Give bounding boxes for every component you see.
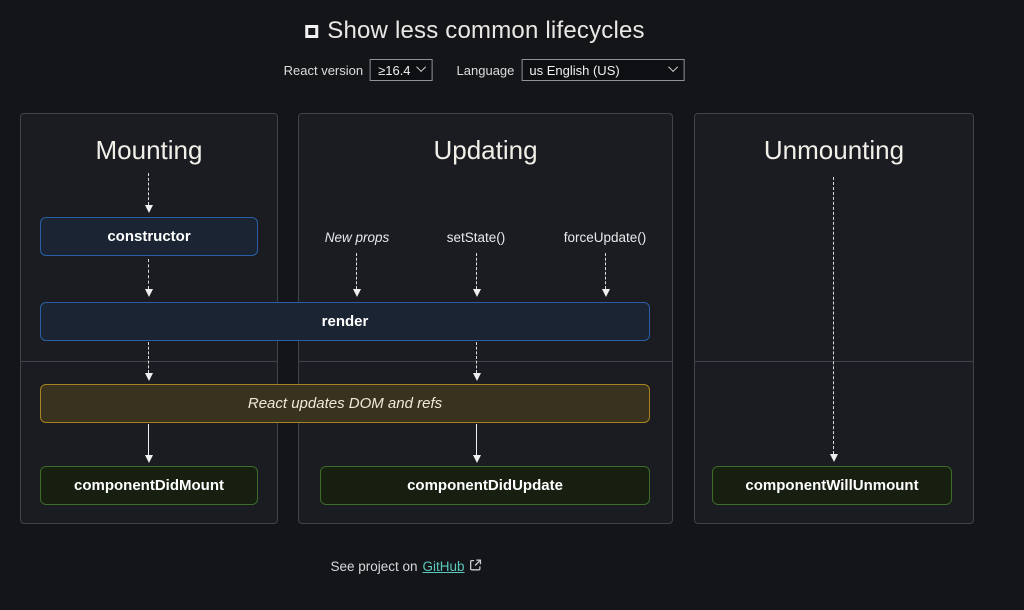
constructor-box[interactable]: constructor [40,217,258,256]
react-version-value: ≥16.4 [378,62,411,78]
arrow-mounting-to-constructor [144,173,153,213]
footer-text: See project on [330,558,418,574]
react-updates-dom-box: React updates DOM and refs [40,384,650,423]
page-title[interactable]: Show less common lifecycles [327,17,645,44]
set-state-label: setState() [446,230,506,245]
react-version-select[interactable]: ≥16.4 [370,59,433,81]
new-props-label: New props [324,230,390,245]
arrow-dom-update-to-did-mount [144,424,153,463]
updating-title: Updating [433,135,538,165]
mounting-title: Mounting [95,135,203,165]
react-version-label: React version [283,62,364,78]
external-link-icon [470,559,482,574]
language-select[interactable]: us English (US) [521,59,685,81]
chevron-down-icon [416,62,426,73]
language-label: Language [456,62,515,78]
arrow-render-to-dom-update-mounting [144,342,153,381]
arrow-new-props-to-render [352,253,361,297]
show-less-common-row: Show less common lifecycles [305,17,645,45]
unmounting-panel: Unmounting [694,113,974,524]
phase-divider [21,361,277,362]
component-did-update-box[interactable]: componentDidUpdate [320,466,650,505]
phase-divider [299,361,672,362]
language-value: us English (US) [529,62,620,78]
component-will-unmount-box[interactable]: componentWillUnmount [712,466,952,505]
component-did-mount-box[interactable]: componentDidMount [40,466,258,505]
render-box[interactable]: render [40,302,650,341]
show-less-common-checkbox[interactable] [305,24,319,38]
arrow-constructor-to-render [144,259,153,297]
arrow-dom-update-to-did-update [472,424,481,463]
footer: See project on GitHub [330,558,482,574]
force-update-label: forceUpdate() [563,230,647,245]
chevron-down-icon [667,62,678,73]
arrow-set-state-to-render [472,253,481,297]
arrow-force-update-to-render [601,253,610,297]
github-link[interactable]: GitHub [422,558,465,574]
unmounting-title: Unmounting [763,135,905,165]
controls-row: React version ≥16.4 Language us English … [284,59,685,81]
arrow-unmounting-to-will-unmount [829,177,838,462]
arrow-render-to-dom-update-updating [472,342,481,381]
phase-divider [695,361,973,362]
